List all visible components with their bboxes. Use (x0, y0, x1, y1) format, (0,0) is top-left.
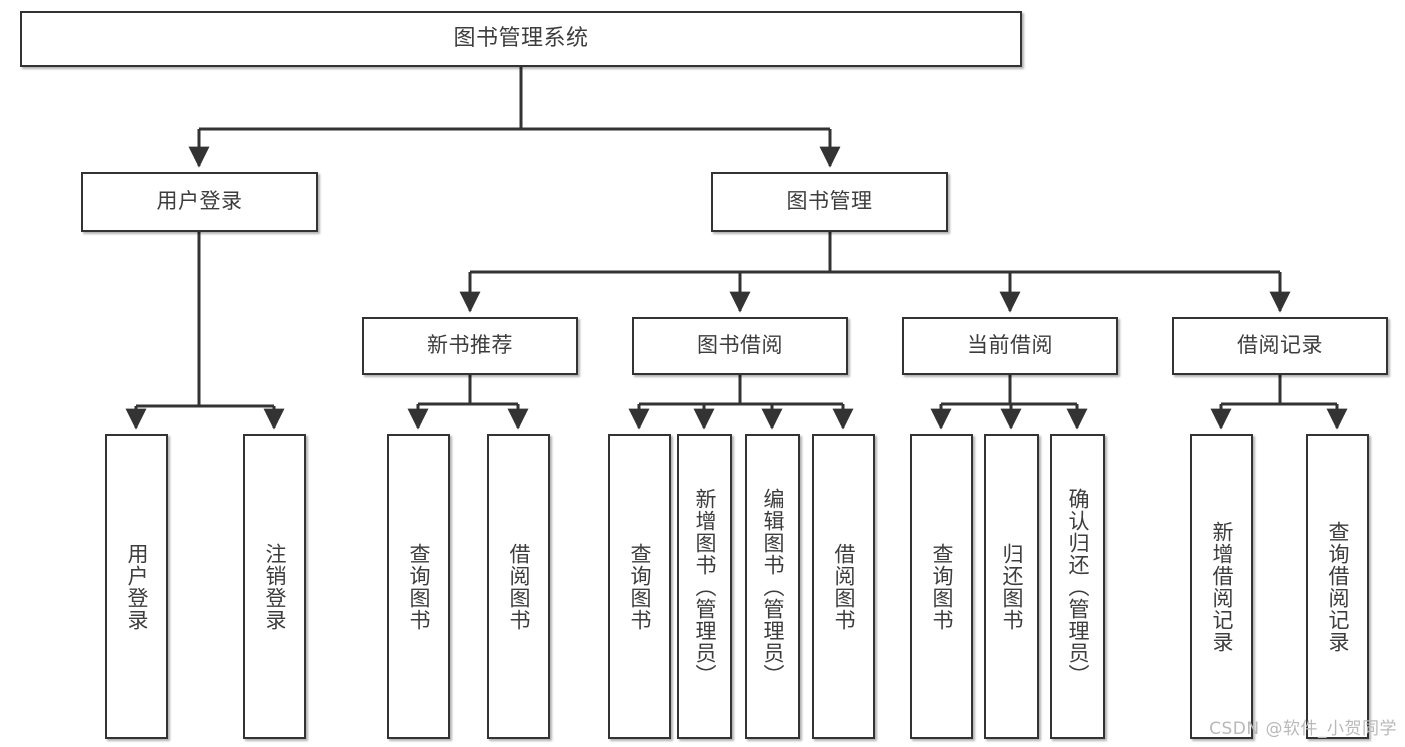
node-book-manage-label: 图书管理 (786, 189, 873, 214)
node-book-manage[interactable]: 图书管理 (711, 172, 948, 232)
node-leaf-borrow-book-1-label: 借阅图书 (506, 542, 531, 631)
node-leaf-query-book-2[interactable]: 查询图书 (608, 434, 671, 739)
watermark: CSDN @软件_小贺同学 (1209, 719, 1397, 739)
node-leaf-borrow-book-1[interactable]: 借阅图书 (487, 434, 550, 739)
node-current-borrow[interactable]: 当前借阅 (902, 317, 1118, 375)
node-leaf-query-book-1-label: 查询图书 (406, 542, 431, 631)
node-leaf-add-record[interactable]: 新增借阅记录 (1190, 434, 1253, 739)
node-user-login[interactable]: 用户登录 (81, 172, 318, 232)
node-leaf-confirm-return-label: 确认归还（管理员） (1065, 487, 1090, 686)
edge-group-user-login (125, 232, 285, 430)
edge-group-new-book-rec (407, 375, 529, 430)
node-leaf-borrow-book-2[interactable]: 借阅图书 (812, 434, 875, 739)
node-leaf-return-book-label: 归还图书 (999, 542, 1024, 631)
node-current-borrow-label: 当前借阅 (967, 333, 1053, 358)
node-leaf-query-book-3[interactable]: 查询图书 (910, 434, 973, 739)
node-leaf-add-record-label: 新增借阅记录 (1209, 520, 1234, 653)
node-user-login-label: 用户登录 (156, 189, 243, 214)
edge-group-current-borrow (930, 375, 1088, 430)
node-leaf-query-book-2-label: 查询图书 (627, 542, 652, 631)
node-leaf-edit-book-label: 编辑图书（管理员） (760, 487, 785, 686)
node-new-book-recommend[interactable]: 新书推荐 (362, 317, 578, 375)
node-borrow-record[interactable]: 借阅记录 (1172, 317, 1388, 375)
node-book-borrow-label: 图书借阅 (697, 333, 783, 358)
node-leaf-confirm-return[interactable]: 确认归还（管理员） (1050, 434, 1105, 739)
edge-group-root (188, 67, 841, 168)
node-root[interactable]: 图书管理系统 (20, 11, 1022, 67)
node-borrow-record-label: 借阅记录 (1237, 333, 1323, 358)
node-leaf-return-book[interactable]: 归还图书 (984, 434, 1039, 739)
edge-group-borrow-record (1210, 375, 1348, 430)
node-leaf-query-record[interactable]: 查询借阅记录 (1306, 434, 1369, 739)
node-leaf-logout[interactable]: 注销登录 (243, 434, 306, 739)
node-leaf-query-book-1[interactable]: 查询图书 (387, 434, 450, 739)
node-leaf-user-login-label: 用户登录 (124, 542, 149, 631)
node-leaf-logout-label: 注销登录 (262, 542, 287, 631)
node-leaf-user-login[interactable]: 用户登录 (105, 434, 168, 739)
node-leaf-query-book-3-label: 查询图书 (929, 542, 954, 631)
node-new-book-recommend-label: 新书推荐 (427, 333, 513, 358)
node-leaf-add-book[interactable]: 新增图书（管理员） (677, 434, 732, 739)
node-book-borrow[interactable]: 图书借阅 (632, 317, 848, 375)
node-leaf-add-book-label: 新增图书（管理员） (692, 487, 717, 686)
edge-group-book-borrow (628, 375, 854, 430)
edge-group-book-manage (459, 232, 1291, 313)
node-leaf-borrow-book-2-label: 借阅图书 (831, 542, 856, 631)
node-leaf-query-record-label: 查询借阅记录 (1325, 520, 1350, 653)
node-leaf-edit-book[interactable]: 编辑图书（管理员） (745, 434, 800, 739)
node-root-label: 图书管理系统 (453, 25, 589, 51)
